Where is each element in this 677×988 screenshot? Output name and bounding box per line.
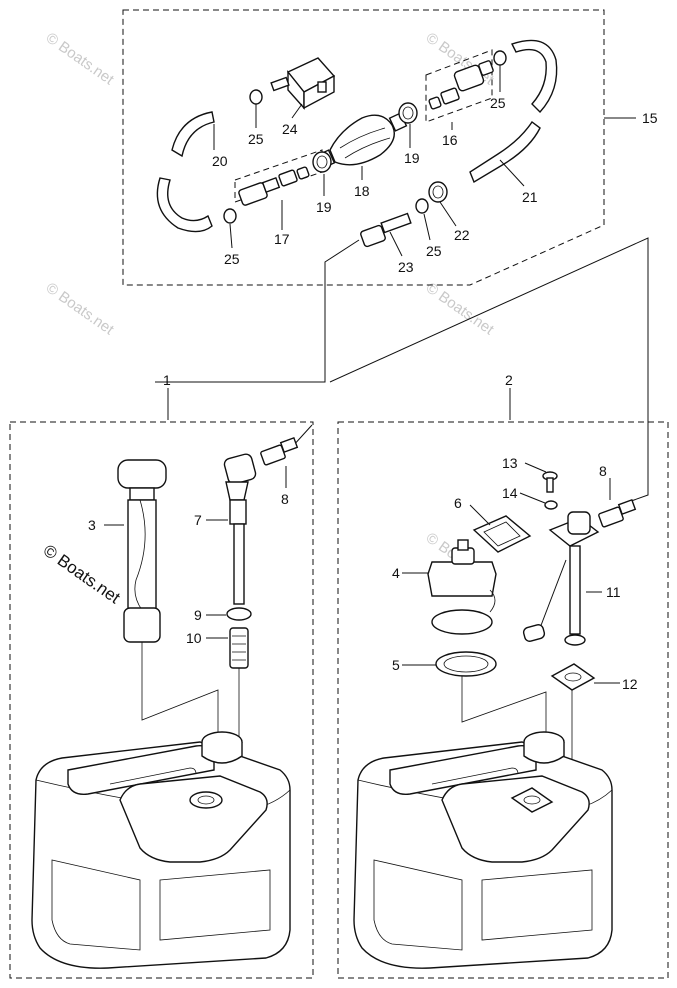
callout-13: 13	[502, 455, 518, 471]
callout-7: 7	[194, 512, 202, 528]
callout-21: 21	[522, 189, 538, 205]
decal-6	[472, 515, 532, 553]
leader-lines	[104, 65, 636, 684]
screw-13	[542, 471, 558, 493]
group-box-15	[122, 9, 605, 286]
connector-17	[238, 166, 310, 206]
hose-clamp-25a	[249, 89, 263, 105]
callout-16: 16	[442, 132, 458, 148]
fitting-23	[360, 212, 412, 248]
connector-16	[428, 60, 494, 110]
o-ring-9	[226, 607, 252, 621]
watermark: © Boats.net	[43, 29, 118, 88]
connector-line-1-to-8	[329, 237, 649, 506]
clamp-19b	[398, 102, 418, 124]
callout-19a: 19	[316, 199, 332, 215]
watermark-prominent: © Boats.net	[40, 541, 124, 608]
watermark: © Boats.net	[43, 279, 118, 338]
clamp-19a-inner	[316, 155, 328, 169]
fuel-gauge-3	[117, 459, 167, 643]
callout-25b: 25	[224, 251, 240, 267]
callout-25c: 25	[426, 243, 442, 259]
group-box-2	[337, 421, 669, 979]
callout-4: 4	[392, 565, 400, 581]
callout-17: 17	[274, 231, 290, 247]
callout-15: 15	[642, 110, 658, 126]
fuel-gauge-11	[522, 511, 600, 646]
callout-23: 23	[398, 259, 414, 275]
washer-14	[544, 500, 558, 510]
fuel-tank-1	[31, 731, 291, 969]
callout-11: 11	[606, 584, 621, 600]
group-box-1	[9, 421, 314, 979]
callout-labels: 1 2 3 4 5 6 7 8 8 9 10 11 12 13 14 15 16…	[88, 95, 658, 692]
callout-8a: 8	[281, 491, 289, 507]
fitting-8b	[598, 499, 637, 528]
callout-24: 24	[282, 121, 298, 137]
clamp-22	[428, 181, 448, 203]
filter-10	[229, 627, 249, 669]
gasket-4	[431, 609, 493, 635]
hose-clamp-25d	[493, 50, 507, 66]
callout-25d: 25	[490, 95, 506, 111]
connector-line-left	[155, 239, 360, 383]
callout-6: 6	[454, 495, 462, 511]
callout-10: 10	[186, 630, 202, 646]
callout-2: 2	[505, 372, 513, 388]
align-line-3	[141, 642, 219, 735]
ring-5-inner	[443, 655, 489, 673]
clamp-19a	[312, 151, 332, 173]
hose-clamp-25c	[415, 198, 429, 214]
pickup-fitting-7	[223, 453, 257, 605]
callout-22: 22	[454, 227, 470, 243]
callout-5: 5	[392, 657, 400, 673]
watermark-group: © Boats.net © Boats.net © Boats.net © Bo…	[40, 29, 498, 843]
gasket-12	[550, 663, 596, 691]
fuel-tank-2	[353, 731, 613, 969]
hose-21	[469, 39, 558, 184]
align-line-5	[461, 676, 547, 740]
callout-20: 20	[212, 153, 228, 169]
group-box-16	[425, 49, 493, 123]
callout-12: 12	[622, 676, 638, 692]
clamp-19b-inner	[402, 106, 414, 120]
callout-14: 14	[502, 485, 518, 501]
fill-cap-4	[427, 539, 497, 613]
hose-clamp-25b	[223, 208, 237, 224]
callout-8b: 8	[599, 463, 607, 479]
watermark: © Boats.net	[423, 279, 498, 338]
clamp-22-inner	[432, 185, 444, 199]
callout-19b: 19	[404, 150, 420, 166]
callout-3: 3	[88, 517, 96, 533]
callout-9: 9	[194, 607, 202, 623]
fitting-8a	[260, 437, 299, 466]
callout-25a: 25	[248, 131, 264, 147]
hose-20	[156, 111, 215, 233]
fuel-connector-24	[270, 57, 336, 110]
callout-18: 18	[354, 183, 370, 199]
callout-1: 1	[163, 372, 171, 388]
